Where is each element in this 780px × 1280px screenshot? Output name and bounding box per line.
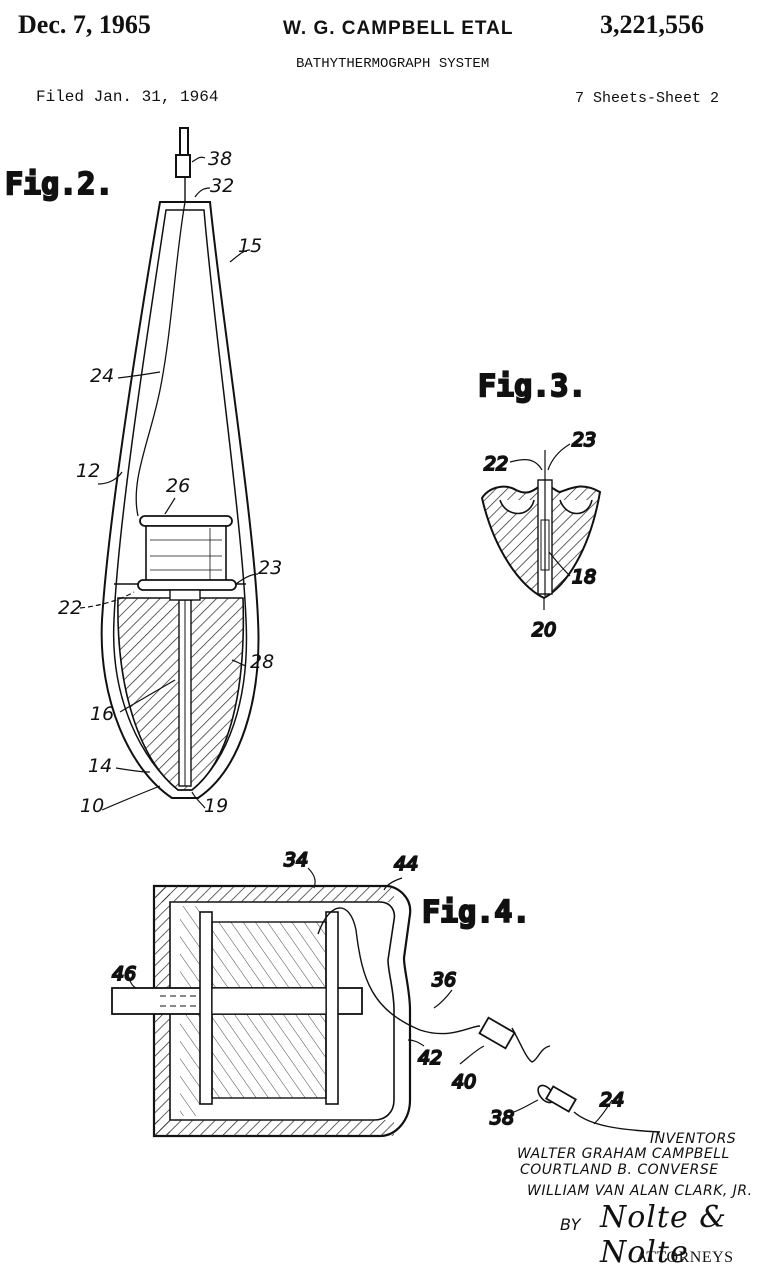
fig2-ref-10: 10 [80,795,104,817]
fig2-ref-28: 28 [250,651,274,673]
fig2-ref-15: 15 [238,235,262,257]
fig3-label: Fig.3. [478,369,586,404]
fig4-plug-38 [545,1085,577,1113]
attorney-signature: Nolte & Nolte [600,1200,727,1270]
fig4-housing [152,884,412,1138]
sheet-count: 7 Sheets-Sheet 2 [575,90,720,107]
fig3-ref-20: 20 [532,619,556,641]
fig4-ref-44: 44 [394,853,418,875]
fig4-label: Fig.4. [422,895,530,930]
fig2-wire [135,201,186,517]
fig4-ref-24: 24 [600,1089,624,1111]
fig2-ref-32: 32 [210,175,234,197]
fig4-ref-42: 42 [418,1047,442,1069]
fig2-ref-38: 38 [208,148,232,170]
fig2-pin [179,127,189,157]
fig4-ref-38: 38 [490,1107,514,1129]
fig3-ref-18: 18 [572,566,596,588]
fig2-ref-19: 19 [204,795,228,817]
fig2-ref-24: 24 [90,365,114,387]
fig2-spool-base [137,579,237,591]
inventor-line: W. G. CAMPBELL ETAL [283,18,514,39]
fig4-ref-40: 40 [452,1071,476,1093]
fig2-ref-26: 26 [166,475,190,497]
fig4-cable [317,907,481,1035]
fig4-ref-36: 36 [432,969,456,991]
figure-2: Fig.2. [4,127,282,817]
fig2-ref-22: 22 [58,597,82,619]
fig2-outer-shell [100,201,260,799]
fig2-label: Fig.2. [5,167,113,202]
patent-number: 3,221,556 [600,10,704,39]
fig2-ref-23: 23 [258,557,282,579]
fig4-spool-right-flange [325,911,339,1105]
fig2-spool-top [139,515,233,527]
patent-date: Dec. 7, 1965 [18,10,151,39]
fig4-spool-left-flange [199,911,213,1105]
patent-title: BATHYTHERMOGRAPH SYSTEM [296,56,490,72]
attorneys-label: ATTORNEYS [636,1249,734,1266]
fig2-ref-14: 14 [88,755,112,777]
inventor-name: WILLIAM VAN ALAN CLARK, JR. [527,1183,753,1199]
fig4-wire-24 [573,1111,661,1133]
fig4-ref-34: 34 [284,849,308,871]
fig4-connector-40 [478,1016,516,1050]
fig2-spool-body [145,525,227,583]
fig4-ref-46: 46 [112,963,136,985]
inventor-name: COURTLAND B. CONVERSE [520,1162,719,1178]
fig2-ref-12: 12 [76,460,100,482]
fig2-connector [175,154,191,178]
filed-date: Filed Jan. 31, 1964 [36,88,219,106]
inventor-name: WALTER GRAHAM CAMPBELL [517,1146,730,1162]
fig3-ref-22: 22 [484,453,508,475]
figure-4: Fig.4. [111,848,661,1138]
fig3-ref-23: 23 [572,429,596,451]
inventors-heading: INVENTORS [650,1131,737,1147]
figure-3: Fig.3. 22 23 18 20 [477,368,602,642]
fig2-ref-16: 16 [90,703,114,725]
by-label: BY [560,1215,581,1234]
